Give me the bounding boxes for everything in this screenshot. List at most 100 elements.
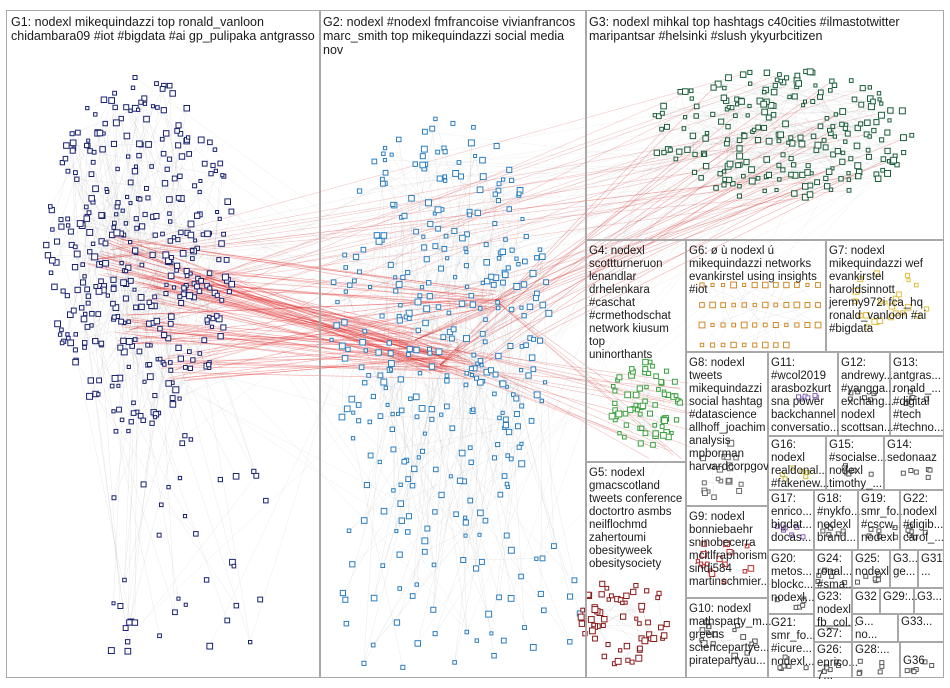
network-edge xyxy=(744,304,819,346)
network-node xyxy=(138,303,145,311)
network-node xyxy=(226,289,232,295)
network-node xyxy=(143,115,150,123)
network-node xyxy=(166,196,173,203)
network-edge xyxy=(151,183,386,307)
network-edge xyxy=(459,262,487,481)
network-edge xyxy=(663,105,830,131)
network-edge xyxy=(121,218,523,264)
network-edge xyxy=(480,175,796,383)
network-node xyxy=(183,105,190,112)
network-node xyxy=(452,170,460,177)
network-edge xyxy=(390,122,868,266)
network-node xyxy=(467,497,474,504)
network-node xyxy=(495,198,501,204)
network-edge xyxy=(439,364,691,431)
network-node xyxy=(44,252,52,259)
network-edge xyxy=(373,463,522,646)
group-label-g1: G1: nodexl mikequindazzi top ronald_vanl… xyxy=(11,15,315,43)
network-edge xyxy=(125,362,164,629)
network-edge xyxy=(750,83,882,104)
network-edge xyxy=(685,91,725,172)
network-node xyxy=(217,333,224,340)
network-node xyxy=(500,279,506,286)
network-edge xyxy=(498,147,740,357)
group-label-g21: G21: smr_fo... #icure... nodexl... xyxy=(771,617,816,668)
network-node xyxy=(506,166,513,173)
network-node xyxy=(74,176,80,182)
network-edge xyxy=(92,201,175,288)
network-node xyxy=(161,180,169,187)
network-edge xyxy=(82,225,227,261)
network-edge xyxy=(94,151,224,177)
network-edge xyxy=(159,273,191,329)
network-edge xyxy=(124,302,150,581)
network-edge xyxy=(902,308,927,314)
network-node xyxy=(144,186,149,191)
network-edge xyxy=(82,85,165,265)
network-edge xyxy=(363,331,451,664)
network-edge xyxy=(387,236,527,406)
network-edge xyxy=(52,229,122,264)
network-node xyxy=(127,277,134,284)
network-node xyxy=(197,351,203,356)
network-node xyxy=(87,377,94,384)
network-edge xyxy=(143,253,184,485)
network-node xyxy=(206,270,213,276)
network-edge xyxy=(124,270,174,405)
network-edge xyxy=(126,196,545,611)
network-node xyxy=(161,331,168,338)
network-edge xyxy=(199,105,750,281)
network-node xyxy=(388,360,395,367)
network-node xyxy=(76,220,84,227)
network-node xyxy=(507,343,514,349)
network-node xyxy=(506,206,512,212)
group-label-g11: G11: #wcol2019 arasbozkurt sna power bac… xyxy=(771,357,840,434)
network-edge xyxy=(131,320,416,343)
network-edge xyxy=(536,545,555,559)
network-edge xyxy=(124,211,232,581)
network-edge xyxy=(127,402,134,642)
network-node xyxy=(124,647,132,655)
network-node xyxy=(508,306,515,313)
network-edge xyxy=(169,199,208,323)
network-edge xyxy=(819,96,828,119)
network-edge xyxy=(402,277,522,444)
network-node xyxy=(215,210,220,214)
network-edge xyxy=(169,213,368,486)
group-label-g31: G31 ... xyxy=(921,553,943,578)
network-node xyxy=(530,366,537,373)
network-edge xyxy=(105,243,477,641)
network-node xyxy=(500,410,505,415)
network-node xyxy=(112,304,120,311)
network-edge xyxy=(341,235,385,418)
network-node xyxy=(88,171,95,178)
network-edge xyxy=(89,251,228,281)
network-edge xyxy=(759,99,880,102)
network-node xyxy=(111,225,117,230)
network-edge xyxy=(345,152,843,268)
network-node xyxy=(482,339,488,345)
network-node xyxy=(387,350,394,357)
network-edge xyxy=(186,280,488,286)
network-edge xyxy=(704,481,730,484)
network-edge xyxy=(454,346,523,663)
network-edge xyxy=(71,110,131,134)
network-edge xyxy=(794,174,877,194)
network-edge xyxy=(415,163,859,177)
network-node xyxy=(177,475,183,481)
network-edge xyxy=(639,388,646,434)
network-edge xyxy=(347,183,500,350)
network-edge xyxy=(794,93,880,194)
network-node xyxy=(84,324,91,330)
network-node xyxy=(451,227,458,234)
network-edge xyxy=(842,137,904,154)
group-panel-g10: G10: nodexl mathsparty_m... greens scien… xyxy=(686,598,771,678)
network-node xyxy=(456,160,462,165)
network-edge xyxy=(104,123,145,382)
network-edge xyxy=(461,142,472,454)
network-node xyxy=(159,136,165,142)
network-edge xyxy=(89,189,850,261)
network-node xyxy=(93,112,98,117)
network-edge xyxy=(826,136,836,187)
network-node xyxy=(505,453,510,458)
